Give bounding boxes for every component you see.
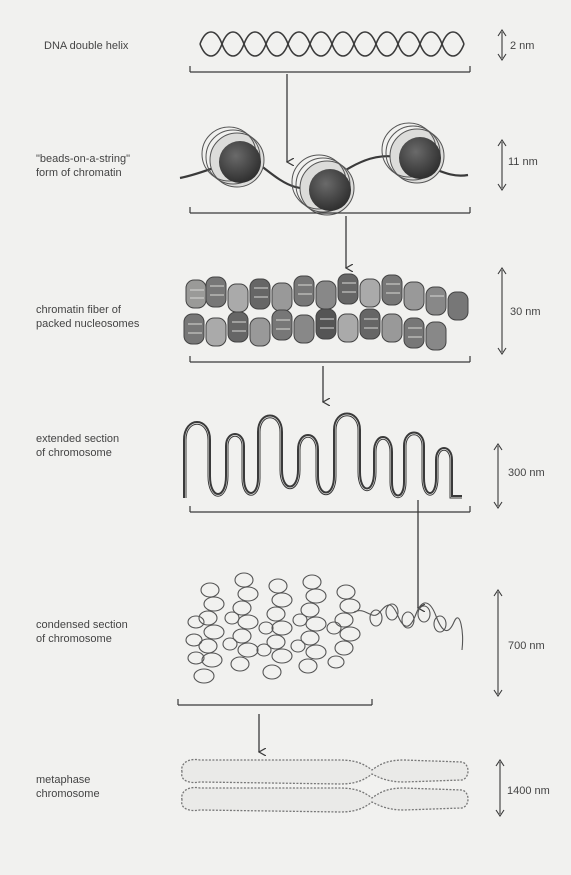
dna-double-helix-icon [200,32,464,56]
condensed-coils-icon [186,573,463,683]
scale-bar-300nm [494,444,502,508]
scale-bar-1400nm [496,760,504,816]
scale-bar-30nm [498,268,506,354]
bracket-level-4 [190,506,470,512]
chromatin-fiber-icon [184,274,468,350]
bracket-level-1 [190,66,470,72]
scale-bar-700nm [494,590,502,696]
metaphase-chromosome-icon [182,760,468,813]
nucleosome-beads-icon [180,123,468,215]
scale-bar-2nm [498,30,506,60]
bracket-level-3 [190,356,470,362]
bracket-level-5 [178,699,372,705]
looped-domain-icon [184,414,462,499]
scale-bar-11nm [498,140,506,190]
